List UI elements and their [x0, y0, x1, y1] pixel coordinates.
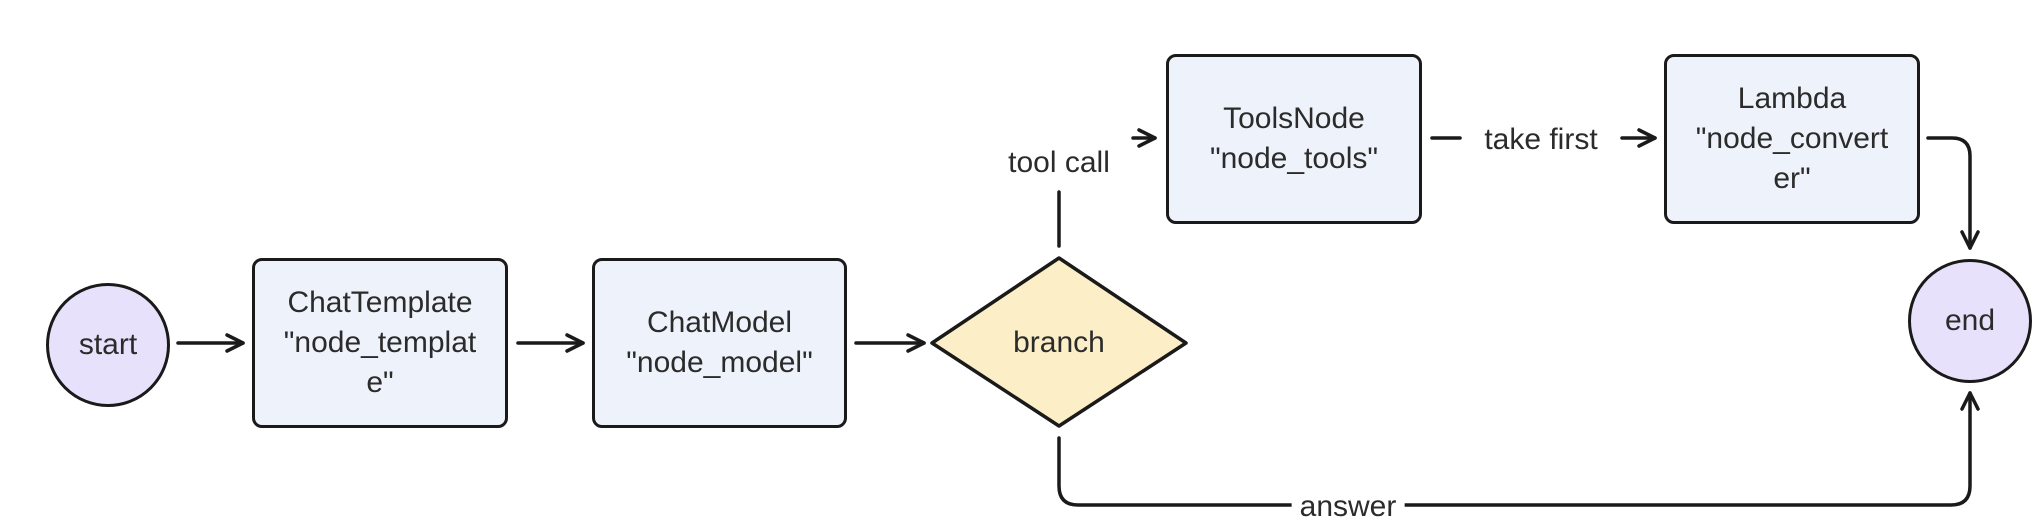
end-label: end [1944, 304, 1996, 337]
edge-label-take-first: take first [1476, 122, 1606, 158]
edge-label-tool-call: tool call [1000, 145, 1118, 181]
chat-template-id-line2: e" [366, 366, 394, 399]
start-label: start [78, 328, 138, 361]
chat-template-id-line1: "node_templat [283, 326, 477, 359]
tools-node: ToolsNode "node_tools" [1166, 54, 1422, 224]
edge-lambda-to-end [1926, 136, 1980, 250]
branch-diamond-shape [930, 256, 1188, 428]
edge-branch-to-tools [1057, 138, 1155, 248]
chat-model-type: ChatModel [646, 306, 793, 339]
chat-template-type: ChatTemplate [287, 286, 473, 319]
edge-label-answer: answer [1291, 489, 1405, 525]
start-node: start [46, 283, 170, 407]
lambda-node-id-line1: "node_convert [1695, 122, 1889, 155]
lambda-node-id-line2: er" [1773, 162, 1811, 195]
lambda-node-type: Lambda [1737, 82, 1847, 115]
chat-model-id: "node_model" [626, 346, 813, 379]
edge-branch-to-end [1057, 391, 1980, 507]
lambda-node: Lambda "node_convert er" [1664, 54, 1920, 224]
end-node: end [1908, 259, 2032, 383]
branch-label: branch [1013, 326, 1105, 359]
chat-model-node: ChatModel "node_model" [592, 258, 847, 428]
chat-template-node: ChatTemplate "node_templat e" [252, 258, 508, 428]
branch-node: branch [960, 318, 1158, 368]
tools-node-type: ToolsNode [1223, 102, 1365, 135]
tools-node-id: "node_tools" [1209, 142, 1379, 175]
